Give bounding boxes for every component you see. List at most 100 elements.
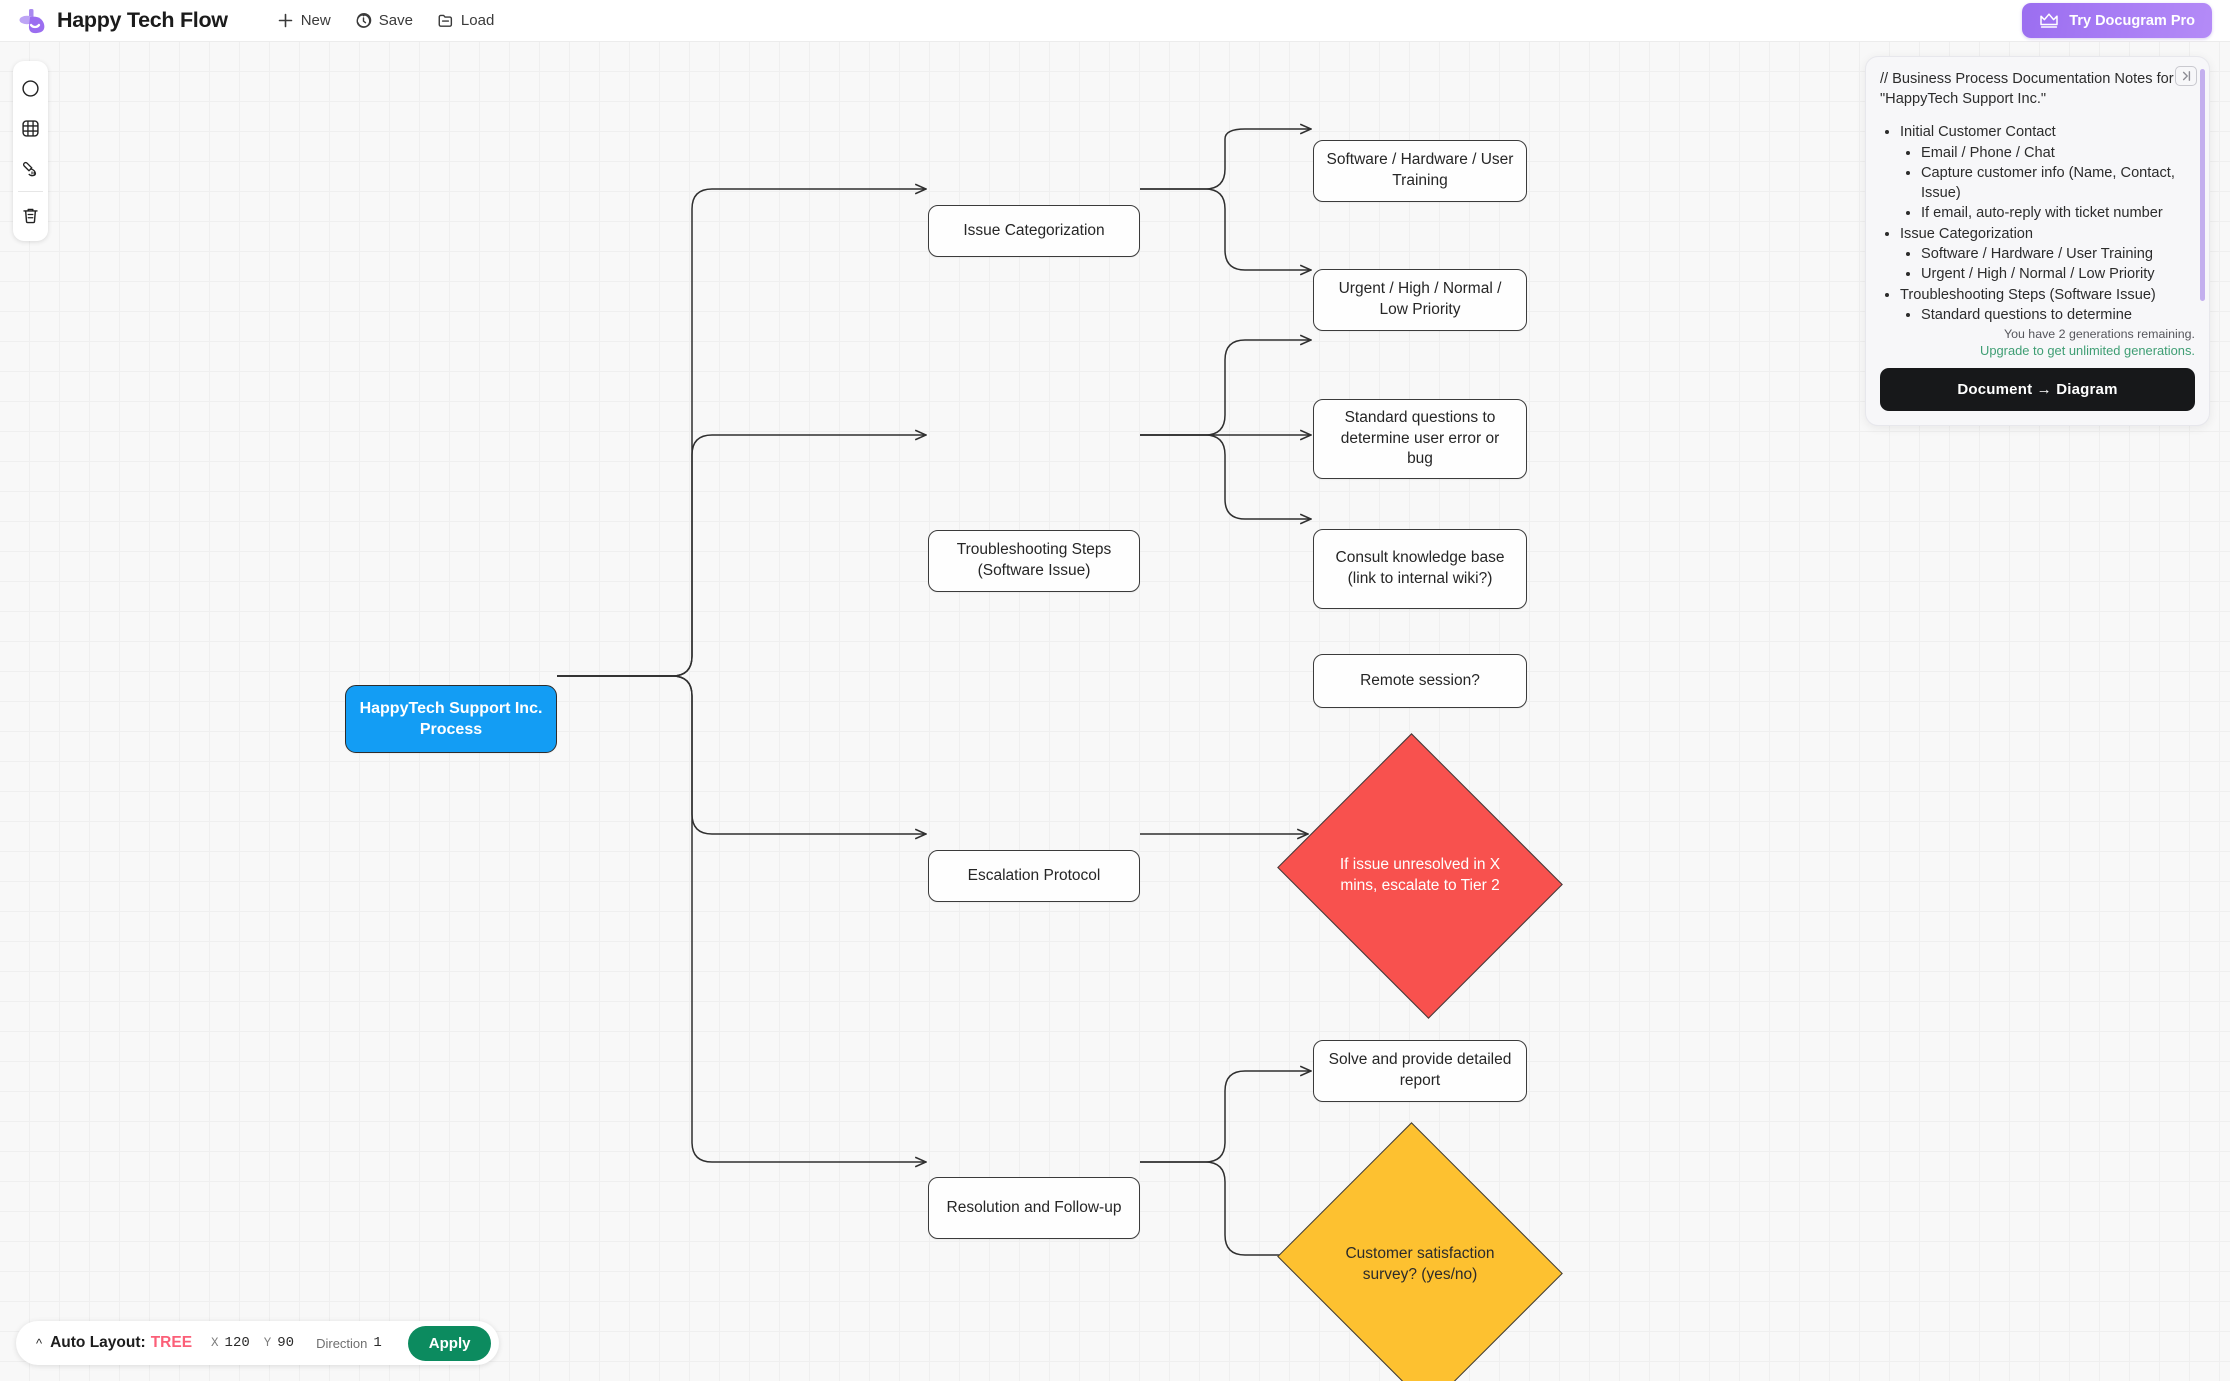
direction-field[interactable]: Direction 1: [316, 1335, 382, 1351]
save-button[interactable]: Save: [346, 8, 422, 33]
plus-icon: [278, 13, 293, 28]
x-spacing-value[interactable]: 120: [224, 1335, 250, 1351]
y-spacing-field[interactable]: Y 90: [264, 1335, 294, 1351]
edge-root-to-issue-categorization: [557, 189, 926, 677]
chevron-up-icon[interactable]: ^: [36, 1335, 43, 1351]
node-software-hardware-user-training[interactable]: Software / Hardware / User Training: [1313, 140, 1527, 202]
y-spacing-label: Y: [263, 1336, 272, 1350]
edge-root-to-troubleshooting: [557, 435, 926, 677]
node-label: Software / Hardware / User Training: [1326, 151, 1514, 189]
auto-layout-mode[interactable]: TREE: [150, 1334, 193, 1351]
edge-troubleshooting-to-remote: [1140, 434, 1311, 519]
edge-root-to-escalation: [557, 675, 926, 834]
load-button-label: Load: [460, 12, 495, 29]
apply-layout-button[interactable]: Apply: [407, 1325, 492, 1361]
node-label: Standard questions to determine user err…: [1340, 409, 1500, 468]
save-button-label: Save: [378, 12, 413, 29]
folder-icon: [438, 14, 452, 27]
outline-sublist: Standard questions to determine: [1900, 305, 2181, 325]
outline-sublist: Software / Hardware / User Training Urge…: [1900, 244, 2181, 285]
node-escalation-protocol[interactable]: Escalation Protocol: [928, 850, 1140, 902]
document-to-diagram-button[interactable]: Document → Diagram: [1880, 368, 2195, 412]
node-remote-session[interactable]: Remote session?: [1313, 654, 1527, 708]
happy-tech-logo: [19, 8, 45, 33]
node-label: Consult knowledge base (link to internal…: [1335, 549, 1505, 587]
shape-circle-tool[interactable]: [13, 68, 48, 108]
direction-label: Direction: [316, 1335, 368, 1351]
new-button[interactable]: New: [268, 8, 340, 33]
node-label: Troubleshooting Steps (Software Issue): [956, 541, 1112, 579]
node-solve-and-provide-report[interactable]: Solve and provide detailed report: [1313, 1040, 1527, 1102]
edge-categorization-to-priority: [1140, 188, 1311, 270]
outline-item-label: Initial Customer Contact: [1900, 124, 2056, 141]
outline-item-label: Issue Categorization: [1900, 225, 2034, 242]
chevron-right-icon: [2182, 71, 2191, 81]
save-clock-icon: [356, 13, 372, 28]
outline-subitem: Urgent / High / Normal / Low Priority: [1921, 264, 2181, 284]
edge-root-to-resolution: [557, 675, 926, 1162]
new-button-label: New: [300, 12, 331, 29]
tool-rail-divider: [18, 191, 43, 192]
node-customer-satisfaction-survey-decision[interactable]: Customer satisfaction survey? (yes/no): [1277, 1122, 1563, 1381]
edge-resolution-to-solve: [1140, 1071, 1311, 1163]
notes-outline: Initial Customer Contact Email / Phone /…: [1880, 122, 2181, 325]
outline-subitem: Email / Phone / Chat: [1921, 143, 2181, 163]
node-escalate-to-tier-2-decision[interactable]: If issue unresolved in X mins, escalate …: [1277, 733, 1563, 1019]
edge-resolution-to-survey: [1140, 1161, 1308, 1255]
outline-item: Troubleshooting Steps (Software Issue) S…: [1900, 285, 2181, 326]
app-title: Happy Tech Flow: [57, 8, 228, 32]
diagram-edges: [557, 42, 2230, 1381]
diagram-canvas[interactable]: HappyTech Support Inc. Process Issue Cat…: [0, 42, 2230, 1381]
node-label: Resolution and Follow-up: [946, 1198, 1122, 1216]
node-root-happytech-support[interactable]: HappyTech Support Inc. Process: [345, 685, 557, 753]
trash-icon: [23, 208, 38, 223]
load-button[interactable]: Load: [428, 8, 503, 33]
notes-scrollbar[interactable]: [2200, 69, 2205, 301]
try-docugram-pro-button[interactable]: Try Docugram Pro: [2022, 3, 2212, 38]
outline-subitem: Software / Hardware / User Training: [1921, 244, 2181, 264]
outline-subitem: Capture customer info (Name, Contact, Is…: [1921, 163, 2181, 204]
grid-icon: [22, 119, 39, 137]
outline-item-label: Troubleshooting Steps (Software Issue): [1900, 286, 2156, 303]
auto-layout-label: Auto Layout:: [50, 1334, 146, 1351]
upgrade-link[interactable]: Upgrade to get unlimited generations.: [1980, 343, 2195, 359]
notes-heading: // Business Process Documentation Notes …: [1880, 71, 2174, 108]
circle-icon: [22, 79, 39, 97]
documentation-notes-panel: // Business Process Documentation Notes …: [1865, 56, 2210, 427]
node-label: Remote session?: [1360, 671, 1480, 689]
y-spacing-value[interactable]: 90: [277, 1335, 295, 1351]
edge-categorization-to-training: [1140, 129, 1311, 190]
node-resolution-and-follow-up[interactable]: Resolution and Follow-up: [928, 1177, 1140, 1239]
outline-item: Issue Categorization Software / Hardware…: [1900, 224, 2181, 285]
node-label: If issue unresolved in X mins, escalate …: [1339, 856, 1501, 894]
outline-sublist: Email / Phone / Chat Capture customer in…: [1900, 143, 2181, 224]
outline-subitem: If email, auto-reply with ticket number: [1921, 203, 2181, 223]
top-toolbar: Happy Tech Flow New Save Load: [0, 0, 2230, 42]
node-label: HappyTech Support Inc. Process: [359, 699, 543, 738]
panel-collapse-icon[interactable]: [2175, 66, 2197, 86]
outline-subitem: Standard questions to determine: [1921, 305, 2181, 325]
paint-brush-icon: [22, 161, 37, 176]
node-label: Customer satisfaction survey? (yes/no): [1345, 1245, 1495, 1283]
edge-troubleshooting-to-questions: [1140, 340, 1311, 436]
node-priority-levels[interactable]: Urgent / High / Normal / Low Priority: [1313, 269, 1527, 331]
node-troubleshooting-steps[interactable]: Troubleshooting Steps (Software Issue): [928, 530, 1140, 592]
node-issue-categorization[interactable]: Issue Categorization: [928, 205, 1140, 257]
node-consult-knowledge-base[interactable]: Consult knowledge base (link to internal…: [1313, 529, 1527, 609]
paint-tool[interactable]: [13, 148, 48, 188]
node-standard-questions[interactable]: Standard questions to determine user err…: [1313, 399, 1527, 479]
node-label: Issue Categorization: [963, 221, 1105, 239]
grid-tool[interactable]: [13, 108, 48, 148]
node-label: Escalation Protocol: [967, 866, 1101, 884]
auto-layout-bar: ^ Auto Layout: TREE X 120 Y 90 Direction…: [16, 1321, 500, 1365]
x-spacing-label: X: [211, 1336, 219, 1350]
notes-content[interactable]: // Business Process Documentation Notes …: [1880, 69, 2195, 325]
delete-tool[interactable]: [13, 195, 48, 235]
node-label: Urgent / High / Normal / Low Priority: [1338, 280, 1502, 318]
generations-remaining-text: You have 2 generations remaining.: [2003, 327, 2195, 342]
node-label: Solve and provide detailed report: [1328, 1051, 1512, 1089]
direction-value[interactable]: 1: [373, 1335, 382, 1351]
x-spacing-field[interactable]: X 120: [211, 1335, 250, 1351]
tool-rail: [13, 61, 48, 241]
